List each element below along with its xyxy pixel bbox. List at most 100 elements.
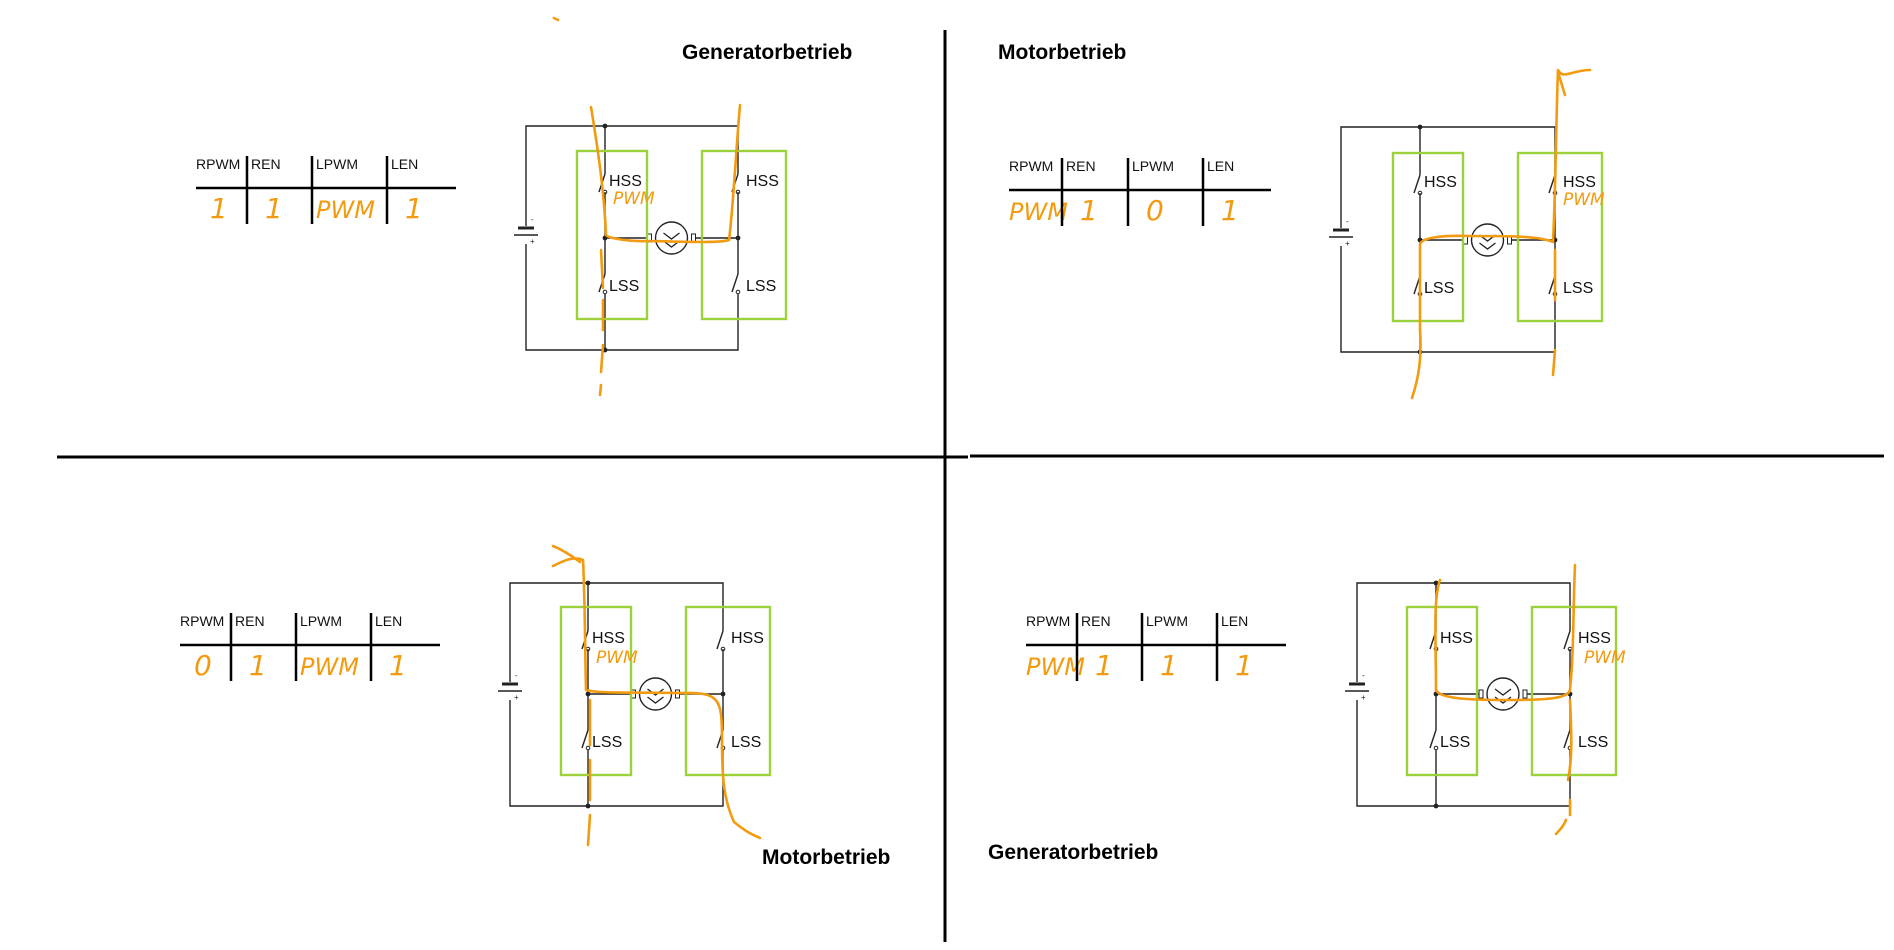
junction-dot (602, 123, 608, 129)
motor-brush-right (1522, 689, 1528, 699)
supply-wire (525, 125, 605, 351)
table-header-len: LEN (1207, 158, 1234, 174)
motor-symbol (647, 688, 664, 704)
pwm-note: PWM (1584, 648, 1626, 668)
junction-dot (720, 691, 726, 697)
table-value-ren: 1 (1080, 194, 1098, 227)
current-path (589, 103, 742, 244)
junction-dot (1433, 580, 1439, 586)
switch-icon (581, 729, 589, 749)
label-lss-right: LSS (746, 278, 776, 295)
table-value-ren: 1 (249, 649, 267, 682)
battery-plus: + (1345, 239, 1350, 248)
label-hss-left: HSS (1440, 630, 1473, 647)
label-hss-right: HSS (1578, 630, 1611, 647)
switch-contact (735, 289, 741, 295)
quadrant-dividers (57, 30, 1884, 942)
label-lss-left: LSS (1440, 734, 1470, 751)
table-header-ren: REN (1081, 613, 1111, 629)
switch-contact (602, 289, 608, 295)
label-hss-left: HSS (592, 630, 625, 647)
label-lss-right: LSS (1578, 734, 1608, 751)
label-lss-left: LSS (592, 734, 622, 751)
table-value-ren: 1 (265, 192, 283, 225)
switch-icon (731, 273, 739, 293)
pwm-note: PWM (596, 648, 638, 668)
label-hss-right: HSS (746, 173, 779, 190)
label-hss-left: HSS (1424, 174, 1457, 191)
switch-icon (716, 630, 724, 650)
junction-dot (585, 580, 591, 586)
panel-title-top-right: Motorbetrieb (998, 41, 1127, 64)
switch-box-right (700, 149, 788, 321)
table-value-rpwm: 1 (210, 192, 228, 225)
switch-box-left (1405, 605, 1479, 777)
current-path (551, 544, 762, 840)
supply-wire (1340, 126, 1420, 353)
table-header-ren: REN (251, 156, 281, 172)
table-value-len: 1 (389, 649, 407, 682)
switch-box-right (684, 605, 772, 777)
table-header-rpwm: RPWM (180, 613, 224, 629)
table-header-rpwm: RPWM (196, 156, 240, 172)
table-header-len: LEN (375, 613, 402, 629)
table-header-lpwm: LPWM (1146, 613, 1188, 629)
switch-icon (1413, 174, 1421, 194)
supply-wire (509, 582, 588, 807)
pwm-note: PWM (1563, 190, 1605, 210)
table-header-lpwm: LPWM (300, 613, 342, 629)
label-lss-right: LSS (1563, 280, 1593, 297)
motor-icon (1486, 677, 1520, 711)
current-path (1410, 68, 1592, 400)
switch-icon (1563, 729, 1571, 749)
label-hss-left: HSS (609, 173, 642, 190)
table-value-lpwm: PWM (300, 653, 359, 681)
battery-plus: + (1361, 693, 1366, 702)
battery-minus: - (1362, 671, 1365, 680)
battery-plus: + (530, 237, 535, 246)
switch-contact (1433, 745, 1439, 751)
panel-title-top-left: Generatorbetrieb (682, 41, 853, 64)
table-value-lpwm: PWM (316, 196, 375, 224)
switch-box-left (575, 149, 649, 321)
junction-dot (585, 803, 591, 809)
supply-wire (1356, 582, 1436, 807)
table-value-lpwm: 1 (1160, 649, 1178, 682)
switch-icon (1563, 630, 1571, 650)
stray-mark (552, 16, 560, 22)
switch-box-left (559, 605, 633, 777)
table-value-ren: 1 (1095, 649, 1113, 682)
switch-contact (585, 745, 591, 751)
label-hss-right: HSS (1563, 174, 1596, 191)
table-header-len: LEN (1221, 613, 1248, 629)
switch-contact (720, 646, 726, 652)
table-value-rpwm: PWM (1026, 653, 1085, 681)
switch-contact (735, 189, 741, 195)
table-header-rpwm: RPWM (1009, 158, 1053, 174)
motor-brush-left (1478, 689, 1484, 699)
current-path (1434, 563, 1577, 702)
table-value-len: 1 (1235, 649, 1253, 682)
label-lss-left: LSS (1424, 280, 1454, 297)
battery-minus: - (515, 671, 518, 680)
junction-dot (1433, 803, 1439, 809)
panel-title-bottom-left: Motorbetrieb (762, 846, 891, 869)
current-path-dashed (1551, 248, 1557, 377)
current-path-dashed (1554, 698, 1573, 836)
junction-dot (1417, 124, 1423, 130)
junction-dot (585, 691, 591, 697)
table-value-lpwm: 0 (1146, 194, 1164, 227)
motor-icon (1470, 223, 1505, 257)
table-header-lpwm: LPWM (1132, 158, 1174, 174)
